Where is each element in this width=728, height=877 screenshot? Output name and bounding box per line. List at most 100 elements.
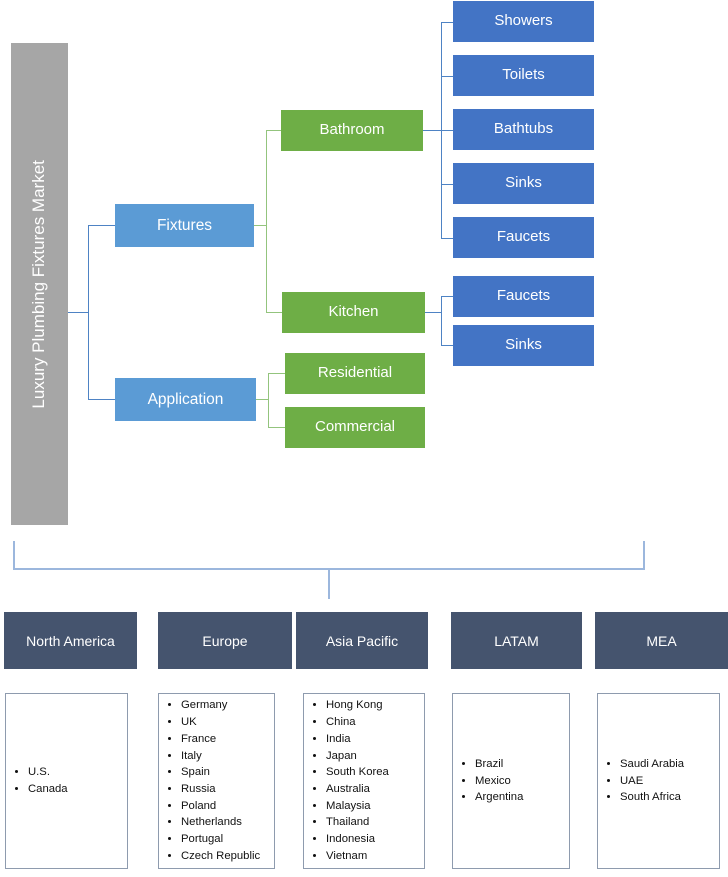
country-item: Italy — [181, 748, 274, 765]
region-header-north-america: North America — [4, 612, 137, 669]
subsegment-label-bathroom: Bathroom — [319, 121, 385, 139]
connector-region-right — [643, 541, 645, 569]
product-node-faucets-bathroom: Faucets — [453, 217, 594, 258]
product-label-sinks-kitchen: Sinks — [505, 336, 542, 354]
product-node-showers: Showers — [453, 1, 594, 42]
country-list-north-america: U.S.Canada — [6, 764, 127, 797]
region-header-label-europe: Europe — [202, 632, 248, 649]
connector-bathroom-stem — [423, 130, 442, 131]
country-item: Russia — [181, 781, 274, 798]
country-item: France — [181, 731, 274, 748]
subsegment-label-kitchen: Kitchen — [328, 303, 379, 321]
connector-to-faucets-kitchen — [441, 296, 454, 297]
connector-to-application — [88, 399, 116, 400]
country-item: South Africa — [620, 789, 719, 806]
connector-to-kitchen — [266, 312, 282, 313]
country-item: Czech Republic — [181, 848, 274, 865]
connector-to-toilets — [441, 76, 454, 77]
segment-label-fixtures: Fixtures — [156, 216, 213, 234]
country-item: Germany — [181, 697, 274, 714]
country-item: China — [326, 714, 424, 731]
country-list-europe: GermanyUKFranceItalySpainRussiaPolandNet… — [159, 697, 274, 864]
country-item: U.S. — [28, 764, 127, 781]
product-label-toilets: Toilets — [502, 66, 545, 84]
subsegment-label-residential: Residential — [317, 364, 393, 382]
region-header-asia-pacific: Asia Pacific — [296, 612, 428, 669]
country-item: UAE — [620, 773, 719, 790]
subsegment-label-commercial: Commercial — [314, 418, 395, 436]
subsegment-node-bathroom: Bathroom — [281, 110, 423, 151]
subsegment-node-residential: Residential — [285, 353, 425, 394]
connector-application-trunk — [268, 373, 269, 427]
connector-region-drop — [328, 568, 330, 599]
product-label-sinks-bathroom: Sinks — [505, 174, 542, 192]
country-item: Mexico — [475, 773, 569, 790]
region-header-label-north-america: North America — [26, 632, 115, 649]
connector-kitchen-stem — [425, 312, 442, 313]
country-item: South Korea — [326, 764, 424, 781]
segment-label-application: Application — [147, 390, 224, 408]
connector-region-left — [13, 541, 15, 569]
connector-fixtures-stem — [254, 225, 267, 226]
connector-to-sinks-bath — [441, 184, 454, 185]
country-item: Poland — [181, 798, 274, 815]
region-header-latam: LATAM — [451, 612, 582, 669]
connector-to-commercial — [268, 427, 285, 428]
product-label-showers: Showers — [494, 12, 553, 30]
connector-to-sinks-kitchen — [441, 345, 454, 346]
region-list-north-america: U.S.Canada — [5, 693, 128, 869]
connector-to-bathroom — [266, 130, 281, 131]
region-list-mea: Saudi ArabiaUAESouth Africa — [597, 693, 720, 869]
region-header-label-latam: LATAM — [494, 632, 539, 649]
country-item: Netherlands — [181, 814, 274, 831]
product-node-bathtubs: Bathtubs — [453, 109, 594, 150]
connector-to-fixtures — [88, 225, 116, 226]
country-item: Australia — [326, 781, 424, 798]
country-list-asia-pacific: Hong KongChinaIndiaJapanSouth KoreaAustr… — [304, 697, 424, 864]
subsegment-node-kitchen: Kitchen — [282, 292, 425, 333]
product-label-bathtubs: Bathtubs — [493, 120, 554, 138]
product-label-faucets-bathroom: Faucets — [496, 228, 551, 246]
country-list-latam: BrazilMexicoArgentina — [453, 756, 569, 806]
country-item: Brazil — [475, 756, 569, 773]
root-node-market: Luxury Plumbing Fixtures Market — [11, 43, 68, 525]
country-item: Hong Kong — [326, 697, 424, 714]
product-node-sinks-bathroom: Sinks — [453, 163, 594, 204]
connector-to-showers — [441, 22, 454, 23]
country-item: Argentina — [475, 789, 569, 806]
country-item: Spain — [181, 764, 274, 781]
product-node-faucets-kitchen: Faucets — [453, 276, 594, 317]
subsegment-node-commercial: Commercial — [285, 407, 425, 448]
country-item: Thailand — [326, 814, 424, 831]
country-item: Saudi Arabia — [620, 756, 719, 773]
product-node-toilets: Toilets — [453, 55, 594, 96]
connector-application-stem — [256, 399, 269, 400]
country-item: Canada — [28, 781, 127, 798]
country-item: Malaysia — [326, 798, 424, 815]
country-item: Vietnam — [326, 848, 424, 865]
product-node-sinks-kitchen: Sinks — [453, 325, 594, 366]
segment-node-application: Application — [115, 378, 256, 421]
country-item: Portugal — [181, 831, 274, 848]
region-header-label-mea: MEA — [646, 632, 677, 649]
country-item: Indonesia — [326, 831, 424, 848]
region-header-mea: MEA — [595, 612, 728, 669]
country-list-mea: Saudi ArabiaUAESouth Africa — [598, 756, 719, 806]
country-item: UK — [181, 714, 274, 731]
connector-fixtures-trunk — [266, 130, 267, 313]
region-list-latam: BrazilMexicoArgentina — [452, 693, 570, 869]
root-node-label: Luxury Plumbing Fixtures Market — [29, 159, 49, 409]
region-header-label-asia-pacific: Asia Pacific — [325, 632, 399, 649]
country-item: India — [326, 731, 424, 748]
connector-to-residential — [268, 373, 285, 374]
region-list-europe: GermanyUKFranceItalySpainRussiaPolandNet… — [158, 693, 275, 869]
connector-root-stem — [68, 312, 89, 313]
product-label-faucets-kitchen: Faucets — [496, 287, 551, 305]
connector-to-bathtubs — [441, 130, 454, 131]
segment-node-fixtures: Fixtures — [115, 204, 254, 247]
country-item: Japan — [326, 748, 424, 765]
region-list-asia-pacific: Hong KongChinaIndiaJapanSouth KoreaAustr… — [303, 693, 425, 869]
connector-kitchen-trunk — [441, 296, 442, 345]
region-header-europe: Europe — [158, 612, 292, 669]
